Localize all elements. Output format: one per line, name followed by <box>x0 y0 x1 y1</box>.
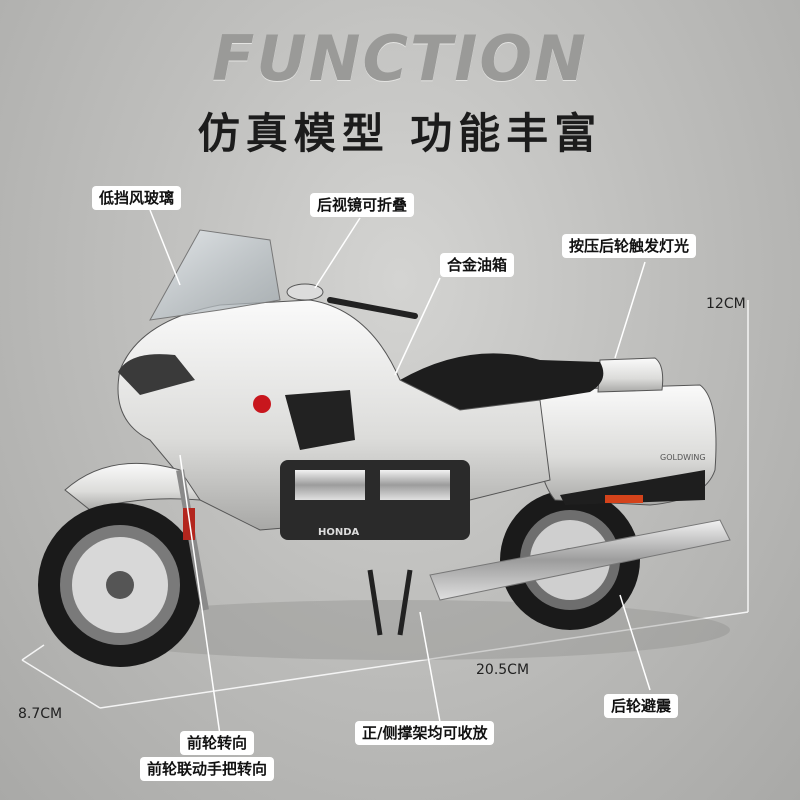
rear-light-leader <box>614 261 646 359</box>
mirror <box>286 283 324 301</box>
heading-chinese: 仿真模型 功能丰富 <box>197 109 603 158</box>
dimension-width: 8.7CM <box>18 706 63 722</box>
front-wheel <box>38 503 202 667</box>
stand-leader <box>419 611 441 723</box>
dimension-length: 20.5CM <box>476 662 530 678</box>
rear-trunk <box>597 357 664 393</box>
engine: HONDA <box>280 460 470 540</box>
windshield <box>149 229 281 321</box>
side-grille <box>285 390 355 450</box>
callout-mirror: 后视镜可折叠 <box>310 193 415 217</box>
length-dimension-line <box>99 611 749 709</box>
honda-wing-emblem <box>253 395 271 413</box>
callout-rear-shock: 后轮避震 <box>604 694 679 718</box>
exhaust-pipe <box>429 519 731 601</box>
fork-reflector <box>183 508 195 540</box>
windshield-leader <box>149 209 181 286</box>
saddlebag-trim <box>560 470 705 505</box>
headlight <box>118 354 195 395</box>
callout-front-steer: 前轮转向 <box>180 731 255 755</box>
front-steer-leader <box>179 454 221 736</box>
mirror-leader <box>314 217 361 289</box>
goldwing-badge: GOLDWING <box>660 453 706 462</box>
callout-rear-light: 按压后轮触发灯光 <box>562 234 697 258</box>
callout-lines <box>149 209 651 736</box>
dimension-lines <box>21 300 749 709</box>
rear-reflector <box>605 495 643 503</box>
tank-leader <box>394 277 441 376</box>
width-dimension-line <box>21 659 101 709</box>
callout-windshield: 低挡风玻璃 <box>92 186 182 210</box>
width-dimension-tick <box>21 644 45 661</box>
heading-english: FUNCTION <box>211 22 589 95</box>
callout-stand: 正/侧撑架均可收放 <box>355 721 495 745</box>
callout-front-steer-linked: 前轮联动手把转向 <box>140 757 275 781</box>
rear-shock-leader <box>619 594 651 691</box>
callout-tank: 合金油箱 <box>440 253 515 277</box>
engine-brand-label: HONDA <box>318 527 360 538</box>
center-stand <box>367 569 413 636</box>
handlebar <box>327 297 418 319</box>
dimension-height: 12CM <box>706 296 746 312</box>
